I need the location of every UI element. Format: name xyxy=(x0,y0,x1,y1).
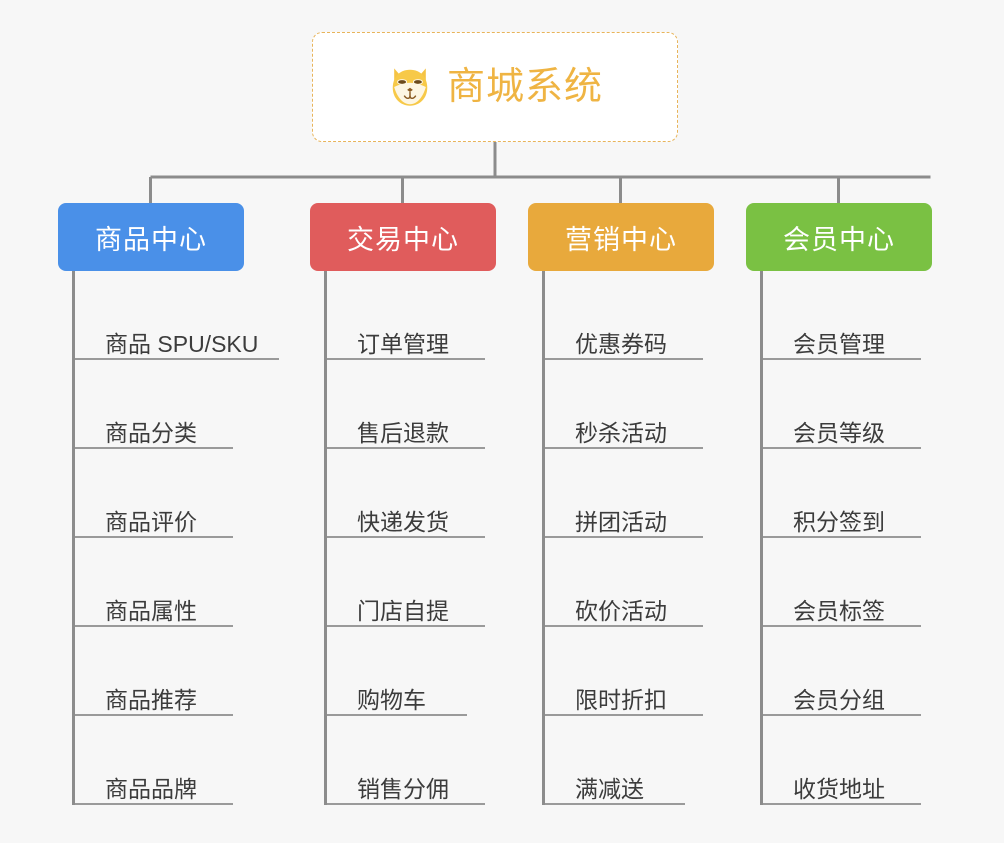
list-item[interactable]: 拼团活动 xyxy=(545,449,703,538)
category-columns: 商品中心 商品 SPU/SKU 商品分类 商品评价 商品属性 商品推荐 商品品牌… xyxy=(0,203,1004,843)
list-item[interactable]: 快递发货 xyxy=(327,449,485,538)
leaf-label: 会员标签 xyxy=(793,598,885,624)
category-column-营销中心: 营销中心 优惠券码 秒杀活动 拼团活动 砍价活动 限时折扣 满减送 xyxy=(528,203,748,805)
shiba-dog-icon xyxy=(392,68,428,106)
leaf-label: 收货地址 xyxy=(793,776,885,802)
leaf-list-0: 商品 SPU/SKU 商品分类 商品评价 商品属性 商品推荐 商品品牌 xyxy=(72,271,281,805)
leaf-label: 会员管理 xyxy=(793,331,885,357)
list-item[interactable]: 购物车 xyxy=(327,627,467,716)
leaf-label: 秒杀活动 xyxy=(575,420,667,446)
list-item[interactable]: 商品品牌 xyxy=(75,716,233,805)
list-item[interactable]: 满减送 xyxy=(545,716,685,805)
category-header-0[interactable]: 商品中心 xyxy=(58,203,244,271)
list-item[interactable]: 商品推荐 xyxy=(75,627,233,716)
category-header-2[interactable]: 营销中心 xyxy=(528,203,714,271)
list-item[interactable]: 砍价活动 xyxy=(545,538,703,627)
leaf-label: 快递发货 xyxy=(357,509,449,535)
leaf-label: 拼团活动 xyxy=(575,509,667,535)
leaf-list-2: 优惠券码 秒杀活动 拼团活动 砍价活动 限时折扣 满减送 xyxy=(542,271,751,805)
list-item[interactable]: 销售分佣 xyxy=(327,716,485,805)
leaf-label: 砍价活动 xyxy=(575,598,667,624)
list-item[interactable]: 积分签到 xyxy=(763,449,921,538)
list-item[interactable]: 商品属性 xyxy=(75,538,233,627)
leaf-label: 商品属性 xyxy=(105,598,197,624)
category-header-1[interactable]: 交易中心 xyxy=(310,203,496,271)
leaf-label: 商品 SPU/SKU xyxy=(105,331,259,357)
list-item[interactable]: 售后退款 xyxy=(327,360,485,449)
category-header-label: 营销中心 xyxy=(565,224,677,255)
category-header-label: 交易中心 xyxy=(347,224,459,255)
leaf-label: 满减送 xyxy=(575,776,644,802)
leaf-label: 会员分组 xyxy=(793,687,885,713)
leaf-label: 销售分佣 xyxy=(357,776,449,802)
leaf-label: 商品推荐 xyxy=(105,687,197,713)
category-header-3[interactable]: 会员中心 xyxy=(746,203,932,271)
list-item[interactable]: 会员管理 xyxy=(763,271,921,360)
list-item[interactable]: 会员分组 xyxy=(763,627,921,716)
list-item[interactable]: 会员等级 xyxy=(763,360,921,449)
list-item[interactable]: 限时折扣 xyxy=(545,627,703,716)
leaf-label: 商品品牌 xyxy=(105,776,197,802)
leaf-label: 商品评价 xyxy=(105,509,197,535)
leaf-label: 优惠券码 xyxy=(575,331,667,357)
category-column-会员中心: 会员中心 会员管理 会员等级 积分签到 会员标签 会员分组 收货地址 xyxy=(746,203,966,805)
list-item[interactable]: 门店自提 xyxy=(327,538,485,627)
category-column-商品中心: 商品中心 商品 SPU/SKU 商品分类 商品评价 商品属性 商品推荐 商品品牌 xyxy=(58,203,281,805)
list-item[interactable]: 商品分类 xyxy=(75,360,233,449)
leaf-list-3: 会员管理 会员等级 积分签到 会员标签 会员分组 收货地址 xyxy=(760,271,969,805)
list-item[interactable]: 会员标签 xyxy=(763,538,921,627)
leaf-label: 门店自提 xyxy=(357,598,449,624)
list-item[interactable]: 秒杀活动 xyxy=(545,360,703,449)
root-node[interactable]: 商城系统 xyxy=(312,32,678,142)
list-item[interactable]: 订单管理 xyxy=(327,271,485,360)
leaf-label: 限时折扣 xyxy=(575,687,667,713)
leaf-label: 会员等级 xyxy=(793,420,885,446)
category-header-label: 会员中心 xyxy=(783,224,895,255)
list-item[interactable]: 商品 SPU/SKU xyxy=(75,271,279,360)
list-item[interactable]: 优惠券码 xyxy=(545,271,703,360)
leaf-label: 订单管理 xyxy=(357,331,449,357)
category-column-交易中心: 交易中心 订单管理 售后退款 快递发货 门店自提 购物车 销售分佣 xyxy=(310,203,530,805)
leaf-label: 积分签到 xyxy=(793,509,885,535)
list-item[interactable]: 商品评价 xyxy=(75,449,233,538)
list-item[interactable]: 收货地址 xyxy=(763,716,921,805)
leaf-label: 购物车 xyxy=(357,687,426,713)
root-title: 商城系统 xyxy=(446,66,603,108)
leaf-list-1: 订单管理 售后退款 快递发货 门店自提 购物车 销售分佣 xyxy=(324,271,533,805)
category-header-label: 商品中心 xyxy=(95,224,207,255)
leaf-label: 商品分类 xyxy=(105,420,197,446)
leaf-label: 售后退款 xyxy=(357,420,449,446)
